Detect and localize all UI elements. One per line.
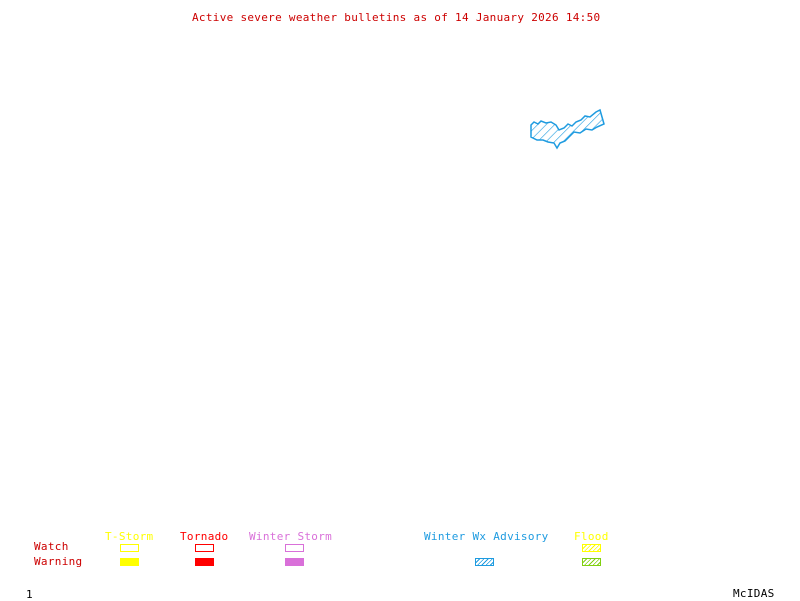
legend-label-flood: Flood <box>574 530 609 543</box>
winter-wx-advisory-swatch <box>475 558 494 566</box>
legend-row-warning: Warning <box>34 555 83 568</box>
winter-wx-advisory-area <box>530 108 605 150</box>
tornado-warning-swatch <box>195 558 214 566</box>
legend-label-winter-wx-advisory: Winter Wx Advisory <box>424 530 549 543</box>
frame-number: 1 <box>26 588 33 601</box>
mcidas-label: McIDAS <box>733 587 775 600</box>
tstorm-warning-swatch <box>120 558 139 566</box>
winter-storm-watch-swatch <box>285 544 304 552</box>
tornado-watch-swatch <box>195 544 214 552</box>
bulletin-title: Active severe weather bulletins as of 14… <box>192 11 601 24</box>
tstorm-watch-swatch <box>120 544 139 552</box>
flood-warning-swatch <box>582 558 601 566</box>
legend-label-tstorm: T-Storm <box>105 530 154 543</box>
legend-label-tornado: Tornado <box>180 530 229 543</box>
winter-storm-warning-swatch <box>285 558 304 566</box>
legend-label-winter-storm: Winter Storm <box>249 530 333 543</box>
map-canvas <box>530 108 605 150</box>
flood-watch-swatch <box>582 544 601 552</box>
legend-row-watch: Watch <box>34 540 69 553</box>
